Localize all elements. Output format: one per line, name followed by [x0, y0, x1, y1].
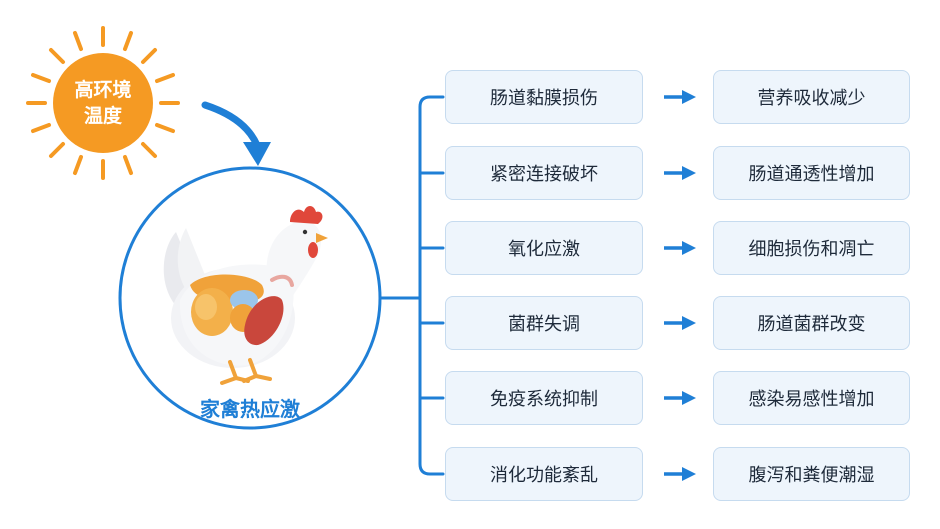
effect-box: 肠道通透性增加: [713, 146, 910, 200]
flow-arrows: [664, 90, 696, 481]
sun-label: 高环境 温度: [58, 72, 148, 134]
arrow-right-icon: [664, 90, 696, 104]
effect-box: 腹泻和粪便潮湿: [713, 447, 910, 501]
arrow-right-icon: [664, 467, 696, 481]
cause-box: 消化功能紊乱: [445, 447, 643, 501]
center-label: 家禽热应激: [200, 397, 300, 421]
arrow-right-icon: [664, 166, 696, 180]
cause-box: 免疫系统抑制: [445, 371, 643, 425]
branch-connector: [378, 95, 445, 476]
cause-box: 紧密连接破坏: [445, 146, 643, 200]
arrow-right-icon: [664, 316, 696, 330]
cause-box: 氧化应激: [445, 221, 643, 275]
effect-box: 感染易感性增加: [713, 371, 910, 425]
effect-box: 营养吸收减少: [713, 70, 910, 124]
curved-arrow-icon: [201, 101, 271, 166]
cause-box: 肠道黏膜损伤: [445, 70, 643, 124]
chicken-icon: [163, 206, 328, 385]
effect-box: 肠道菌群改变: [713, 296, 910, 350]
sun-label-line1: 高环境: [74, 79, 132, 101]
sun-label-line2: 温度: [83, 105, 122, 127]
sun-icon: [26, 26, 180, 180]
effect-box: 细胞损伤和凋亡: [713, 221, 910, 275]
arrow-right-icon: [664, 241, 696, 255]
arrow-right-icon: [664, 391, 696, 405]
cause-box: 菌群失调: [445, 296, 643, 350]
